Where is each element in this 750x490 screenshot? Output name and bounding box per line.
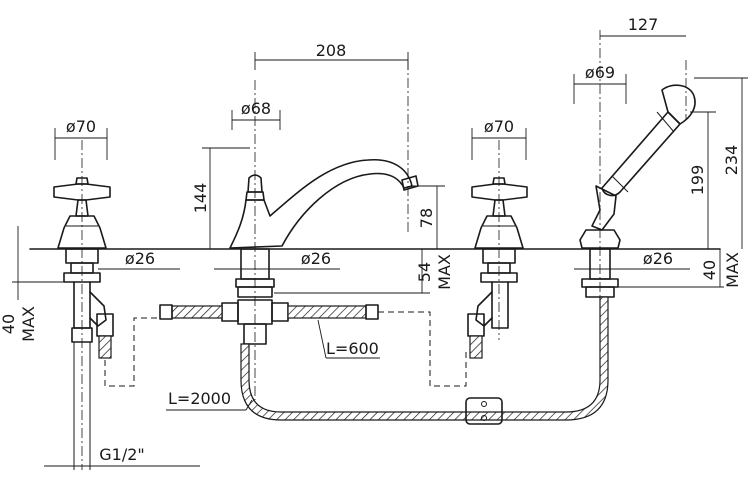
dim-shower-holder-height: 199	[688, 165, 707, 196]
dim-right-deck-max: 40	[700, 260, 719, 280]
center-spout	[159, 60, 467, 400]
dim-left-shank-diameter: ø26	[125, 249, 155, 268]
dim-right-shank-diameter: ø26	[643, 249, 673, 268]
left-valve	[53, 140, 160, 470]
dim-right-deck-max-note: MAX	[723, 252, 742, 288]
dim-mid-shank-diameter: ø26	[301, 249, 331, 268]
dim-shower-reach: 127	[628, 15, 659, 34]
right-valve	[467, 140, 528, 359]
dim-spout-reach: 208	[316, 41, 347, 60]
label-thread-size: G1/2"	[99, 445, 145, 464]
dim-left-handle-diameter: ø70	[66, 117, 96, 136]
dim-left-deck-max: 40	[0, 314, 18, 334]
dim-spout-diameter: ø68	[241, 99, 271, 118]
long-shower-hose	[240, 296, 609, 421]
hose-clip	[465, 397, 503, 425]
label-long-hose-length: L=2000	[168, 389, 231, 408]
dim-shower-diameter: ø69	[585, 63, 615, 82]
dim-mid-deck-max: 54	[415, 262, 434, 282]
hand-shower	[579, 30, 696, 300]
dim-right-handle-diameter: ø70	[484, 117, 514, 136]
dim-mid-deck-max-note: MAX	[435, 254, 454, 290]
label-short-hose-length: L=600	[326, 339, 379, 358]
dim-spout-outlet-height: 78	[417, 208, 436, 228]
dim-spout-height: 144	[191, 183, 210, 214]
dim-shower-total-height: 234	[722, 145, 741, 176]
dim-left-deck-max-note: MAX	[19, 306, 38, 342]
